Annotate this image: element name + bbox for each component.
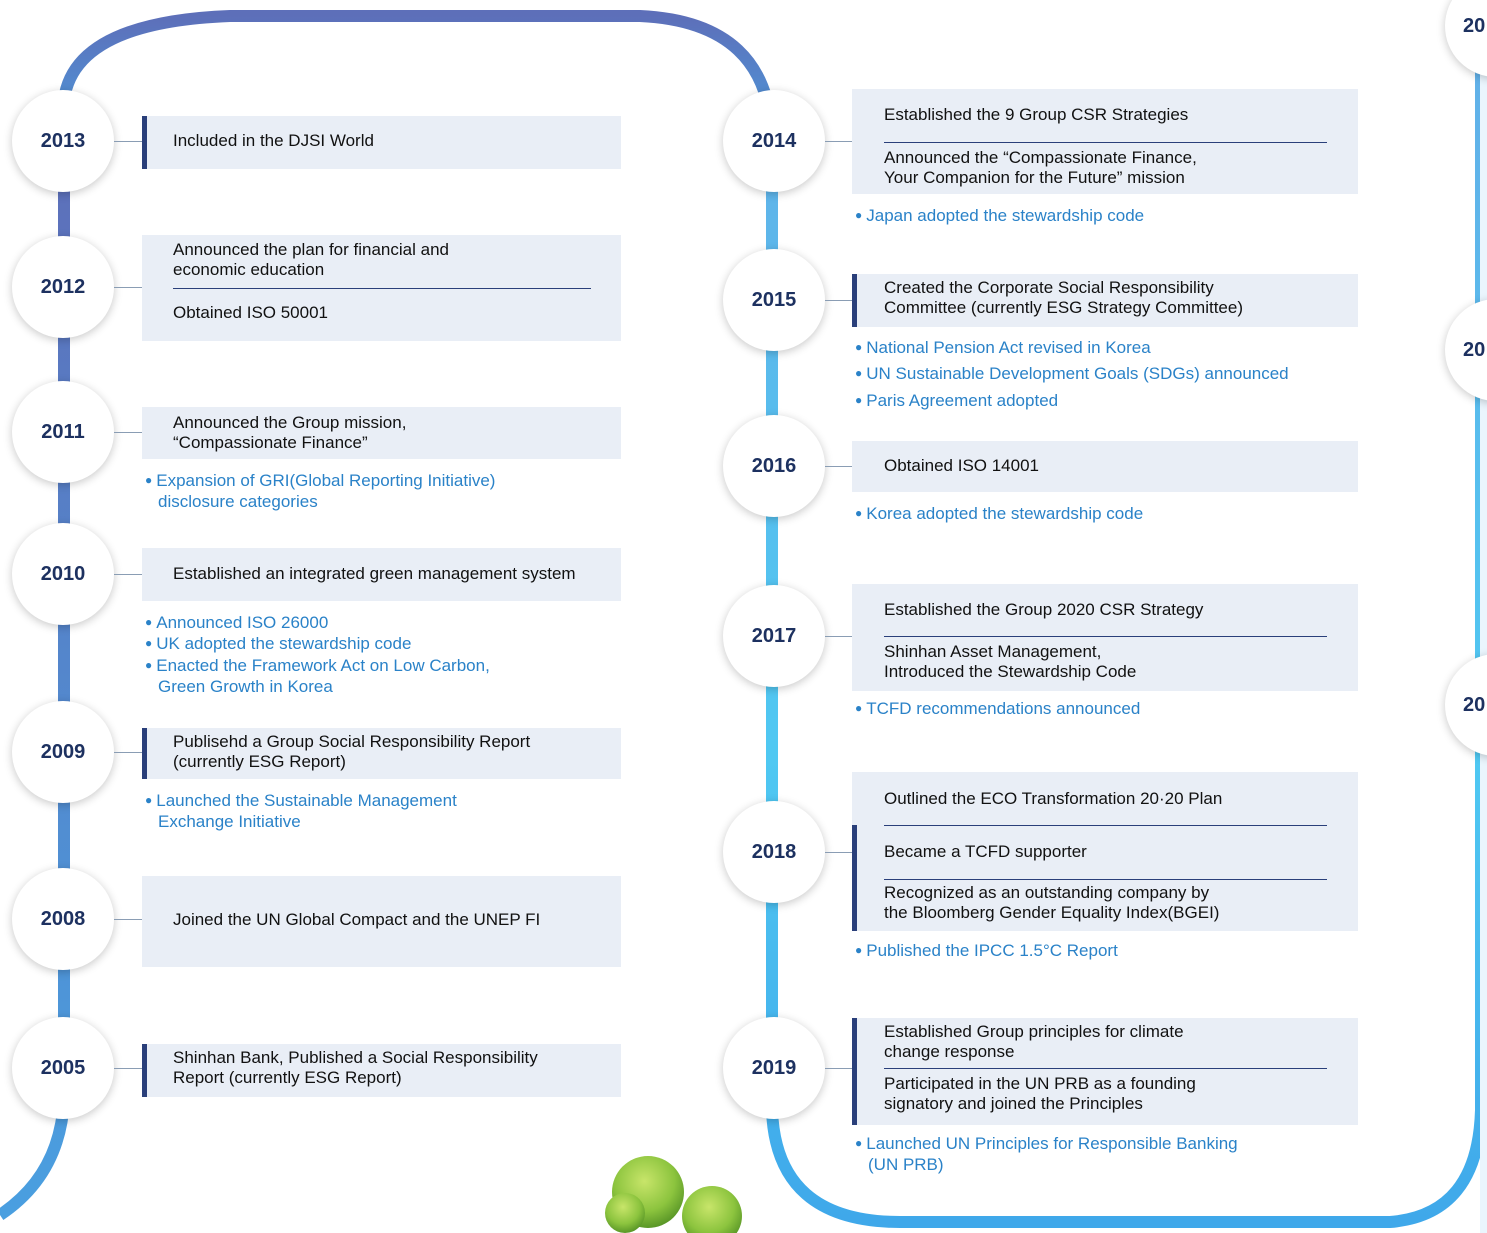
year-connector bbox=[825, 852, 856, 853]
milestone-item: Participated in the UN PRB as a founding… bbox=[884, 1074, 1196, 1113]
milestone-item: Publisehd a Group Social Responsibility … bbox=[173, 732, 531, 771]
global-event-note: ●Launched UN Principles for Responsible … bbox=[855, 1134, 1238, 1174]
accent-bar bbox=[142, 116, 147, 169]
item-separator bbox=[884, 636, 1327, 637]
milestone-item: Shinhan Asset Management,Introduced the … bbox=[884, 642, 1137, 681]
milestone-item: Announced the “Compassionate Finance,You… bbox=[884, 148, 1197, 187]
milestone-item: Became a TCFD supporter bbox=[884, 842, 1087, 861]
year-connector bbox=[114, 752, 146, 753]
global-event-note: ●UK adopted the stewardship code bbox=[145, 634, 412, 653]
bullet-icon: ● bbox=[855, 366, 863, 380]
year-marker-2005: 2005 bbox=[12, 1017, 114, 1119]
milestone-box bbox=[852, 89, 1358, 194]
milestone-box bbox=[852, 772, 1358, 931]
bullet-icon: ● bbox=[855, 393, 863, 407]
global-event-note: ●Announced ISO 26000 bbox=[145, 613, 329, 632]
year-connector bbox=[114, 574, 146, 575]
milestone-box bbox=[852, 274, 1358, 327]
year-marker-2009: 2009 bbox=[12, 701, 114, 803]
year-connector bbox=[825, 466, 856, 467]
milestone-item: Outlined the ECO Transformation 20·20 Pl… bbox=[884, 789, 1223, 808]
milestone-box bbox=[852, 441, 1358, 492]
year-marker-2011: 2011 bbox=[12, 381, 114, 483]
milestone-box bbox=[852, 584, 1358, 691]
year-connector bbox=[825, 300, 856, 301]
year-marker-2015: 2015 bbox=[723, 249, 825, 351]
milestone-box bbox=[142, 548, 621, 601]
global-event-note: ●Korea adopted the stewardship code bbox=[855, 504, 1144, 523]
bullet-icon: ● bbox=[855, 208, 863, 222]
milestone-box bbox=[142, 876, 621, 967]
item-separator bbox=[884, 1068, 1327, 1069]
global-event-note: ●Published the IPCC 1.5°C Report bbox=[855, 941, 1118, 960]
milestone-item: Created the Corporate Social Responsibil… bbox=[884, 278, 1243, 317]
milestone-box bbox=[142, 407, 621, 459]
year-connector bbox=[114, 432, 146, 433]
year-marker-2018: 2018 bbox=[723, 801, 825, 903]
global-event-note: ●Japan adopted the stewardship code bbox=[855, 206, 1145, 225]
year-marker-2013: 2013 bbox=[12, 90, 114, 192]
item-separator bbox=[173, 288, 591, 289]
milestone-item: Established Group principles for climate… bbox=[884, 1022, 1184, 1061]
year-connector bbox=[114, 1068, 146, 1069]
bullet-icon: ● bbox=[855, 1136, 863, 1150]
bullet-icon: ● bbox=[855, 506, 863, 520]
accent-bar bbox=[142, 728, 147, 779]
global-event-note: ●UN Sustainable Development Goals (SDGs)… bbox=[855, 364, 1289, 383]
milestone-item: Announced the Group mission,“Compassiona… bbox=[173, 413, 407, 452]
year-marker-2017: 2017 bbox=[723, 585, 825, 687]
global-event-note: ●Paris Agreement adopted bbox=[855, 391, 1059, 410]
accent-bar bbox=[852, 274, 857, 327]
year-connector bbox=[825, 141, 856, 142]
milestone-item: Obtained ISO 50001 bbox=[173, 303, 329, 322]
year-connector bbox=[114, 141, 146, 142]
accent-bar bbox=[142, 1044, 147, 1097]
milestone-box bbox=[142, 1044, 621, 1097]
global-event-note: ●TCFD recommendations announced bbox=[855, 699, 1141, 718]
year-connector bbox=[825, 1068, 856, 1069]
bullet-icon: ● bbox=[145, 793, 153, 807]
bullet-icon: ● bbox=[855, 701, 863, 715]
year-connector bbox=[825, 636, 856, 637]
milestone-item: Shinhan Bank, Published a Social Respons… bbox=[173, 1048, 538, 1087]
accent-bar bbox=[852, 825, 857, 931]
bullet-icon: ● bbox=[855, 943, 863, 957]
milestone-item: Established the 9 Group CSR Strategies bbox=[884, 105, 1189, 124]
year-marker-2010: 2010 bbox=[12, 523, 114, 625]
global-event-note: ●National Pension Act revised in Korea bbox=[855, 338, 1151, 357]
accent-bar bbox=[852, 1018, 857, 1125]
bullet-icon: ● bbox=[145, 658, 153, 672]
year-marker-2014: 2014 bbox=[723, 90, 825, 192]
year-marker-2012: 2012 bbox=[12, 236, 114, 338]
year-marker-2019: 2019 bbox=[723, 1017, 825, 1119]
milestone-box bbox=[852, 1018, 1358, 1125]
bullet-icon: ● bbox=[855, 340, 863, 354]
milestone-box bbox=[142, 116, 621, 169]
milestone-item: Joined the UN Global Compact and the UNE… bbox=[173, 910, 541, 929]
milestone-item: Established an integrated green manageme… bbox=[173, 564, 576, 583]
milestone-item: Established the Group 2020 CSR Strategy bbox=[884, 600, 1204, 619]
year-connector bbox=[114, 919, 146, 920]
item-separator bbox=[884, 879, 1327, 880]
global-event-note: ●Enacted the Framework Act on Low Carbon… bbox=[145, 656, 490, 696]
item-separator bbox=[884, 142, 1327, 143]
milestone-item: Obtained ISO 14001 bbox=[884, 456, 1040, 475]
item-separator bbox=[884, 825, 1327, 826]
global-event-note: ●Expansion of GRI(Global Reporting Initi… bbox=[145, 471, 496, 511]
year-marker-2016: 2016 bbox=[723, 415, 825, 517]
milestone-item: Included in the DJSI World bbox=[173, 131, 374, 150]
year-connector bbox=[114, 287, 146, 288]
bullet-icon: ● bbox=[145, 636, 153, 650]
milestone-box bbox=[142, 728, 621, 779]
bullet-icon: ● bbox=[145, 473, 153, 487]
year-marker-2008: 2008 bbox=[12, 868, 114, 970]
bullet-icon: ● bbox=[145, 615, 153, 629]
